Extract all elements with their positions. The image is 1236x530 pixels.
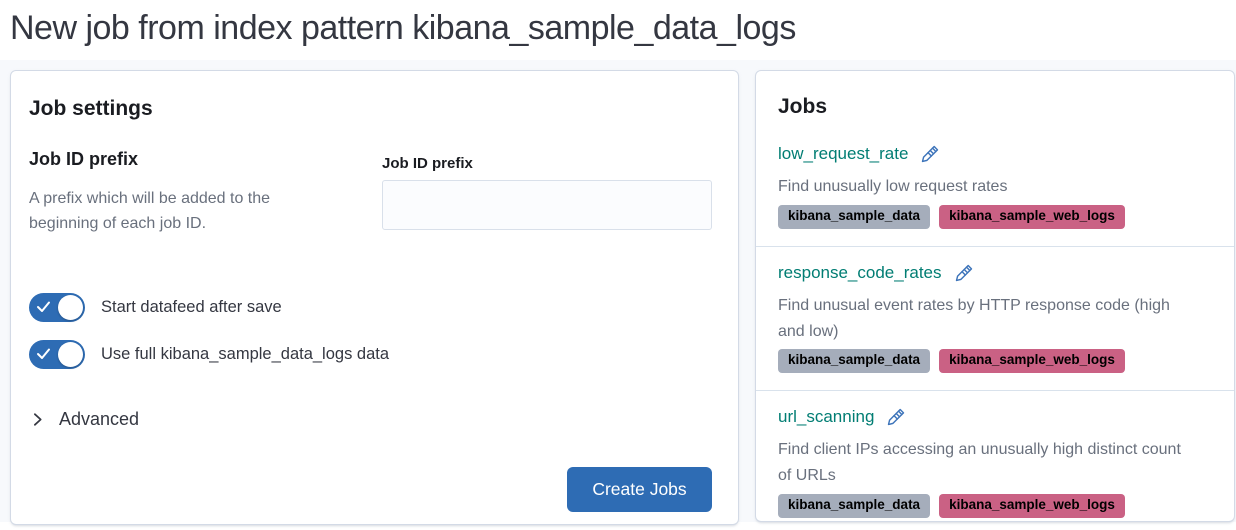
job-link-low-request-rate[interactable]: low_request_rate [778, 143, 909, 163]
job-item-response-code-rates: response_code_rates Find unusual event r… [778, 262, 1212, 374]
group-badge: kibana_sample_data [778, 349, 931, 374]
chevron-right-icon [33, 413, 42, 426]
group-badge: kibana_sample_web_logs [939, 204, 1125, 229]
job-id-prefix-field-label: Job ID prefix [382, 154, 473, 172]
advanced-label: Advanced [59, 409, 140, 430]
start-datafeed-toggle-label: Start datafeed after save [101, 298, 282, 317]
job-item-url-scanning: url_scanning Find client IPs accessing a… [778, 406, 1212, 519]
toggle-knob [58, 295, 83, 321]
start-datafeed-toggle-row: Start datafeed after save [29, 293, 712, 323]
group-badge: kibana_sample_data [778, 494, 931, 519]
check-icon [37, 348, 50, 360]
job-description: Find unusually low request rates [778, 177, 1008, 195]
create-jobs-button[interactable]: Create Jobs [567, 466, 712, 512]
start-datafeed-toggle[interactable] [29, 293, 85, 323]
divider [756, 245, 1234, 247]
advanced-accordion-toggle[interactable]: Advanced [29, 409, 139, 430]
use-full-data-toggle-label: Use full kibana_sample_data_logs data [101, 345, 390, 364]
job-id-prefix-input[interactable] [382, 179, 712, 230]
job-settings-heading: Job settings [29, 96, 153, 120]
toggle-knob [58, 342, 83, 368]
check-icon [37, 301, 50, 313]
page-title: New job from index pattern kibana_sample… [10, 9, 796, 47]
actions-row: Create Jobs [29, 466, 712, 512]
group-badge: kibana_sample_web_logs [939, 494, 1125, 519]
jobs-panel: Jobs low_request_rate Find unusuall [755, 69, 1235, 522]
pencil-icon[interactable] [885, 406, 907, 428]
job-id-prefix-description: A prefix which will be added to the begi… [29, 189, 271, 233]
group-badge: kibana_sample_data [778, 204, 931, 229]
pencil-icon[interactable] [919, 143, 941, 165]
group-badge: kibana_sample_web_logs [939, 349, 1125, 374]
job-item-low-request-rate: low_request_rate Find unusually low requ… [778, 143, 1212, 229]
job-id-prefix-form: Job ID prefix [382, 149, 712, 237]
job-description: Find unusual event rates by HTTP respons… [778, 296, 1170, 340]
job-id-prefix-description-block: Job ID prefix A prefix which will be add… [29, 149, 369, 237]
job-settings-panel: Job settings Job ID prefix A prefix whic… [10, 69, 739, 525]
page-content: Job settings Job ID prefix A prefix whic… [0, 59, 1236, 525]
job-link-url-scanning[interactable]: url_scanning [778, 407, 875, 427]
use-full-data-toggle-row: Use full kibana_sample_data_logs data [29, 340, 712, 370]
divider [756, 390, 1234, 392]
use-full-data-toggle[interactable] [29, 340, 85, 370]
jobs-heading: Jobs [778, 94, 828, 118]
toggle-group: Start datafeed after save Use full kiban… [29, 293, 712, 387]
job-id-prefix-title: Job ID prefix [29, 148, 139, 169]
job-id-prefix-group: Job ID prefix A prefix which will be add… [29, 149, 712, 237]
job-link-response-code-rates[interactable]: response_code_rates [778, 262, 942, 282]
job-description: Find client IPs accessing an unusually h… [778, 441, 1181, 485]
pencil-icon[interactable] [953, 262, 975, 284]
